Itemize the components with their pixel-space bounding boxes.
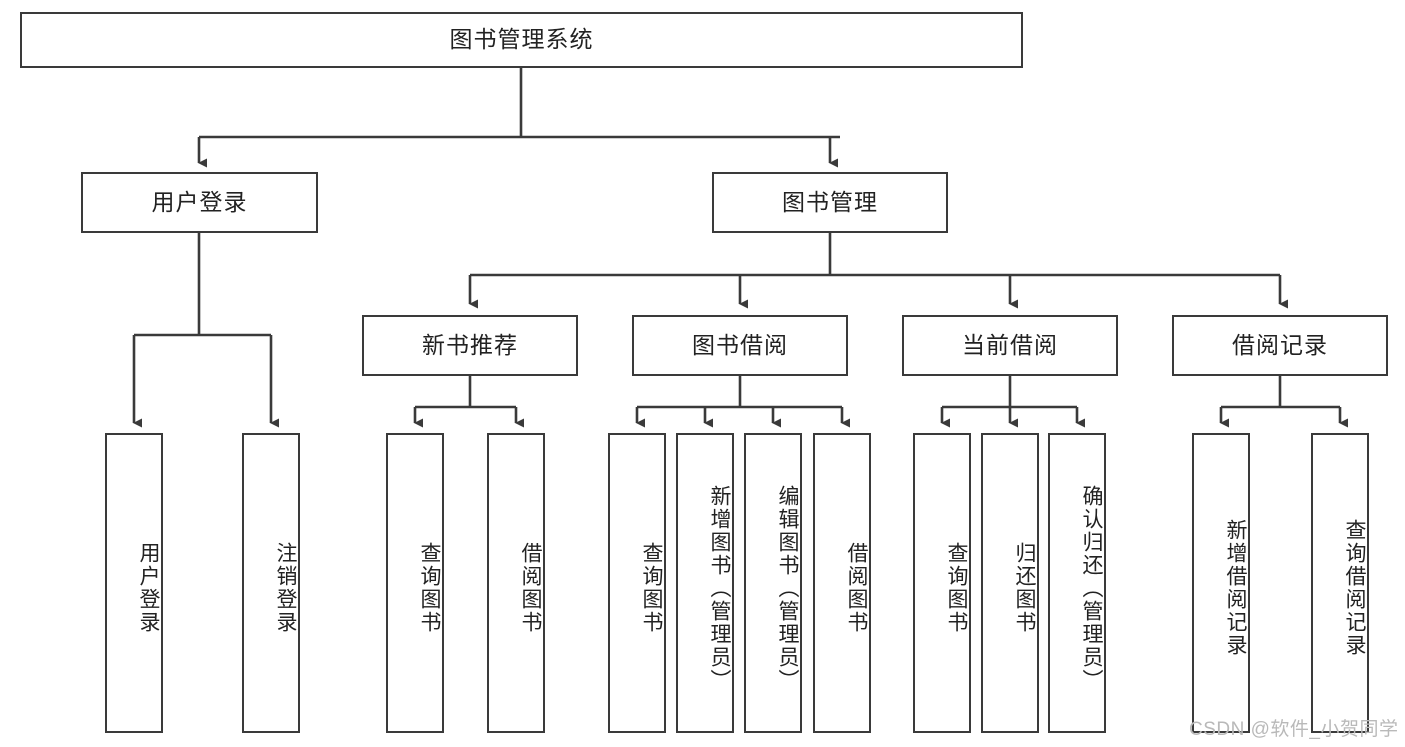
node-leaf-edit-book[interactable]: 编辑图书（管理员）: [744, 433, 802, 733]
node-label: 用户登录: [137, 542, 160, 634]
node-label: 图书管理系统: [449, 26, 594, 53]
node-label: 新增图书（管理员）: [708, 484, 731, 692]
node-leaf-borrow-book-2[interactable]: 借阅图书: [813, 433, 871, 733]
node-leaf-user-login[interactable]: 用户登录: [105, 433, 163, 733]
node-leaf-add-book[interactable]: 新增图书（管理员）: [676, 433, 734, 733]
node-root[interactable]: 图书管理系统: [20, 12, 1023, 68]
watermark: CSDN @软件_小贺同学: [1189, 719, 1399, 740]
node-label: 当前借阅: [962, 331, 1058, 358]
node-label: 编辑图书（管理员）: [776, 484, 799, 692]
node-leaf-confirm-return[interactable]: 确认归还（管理员）: [1048, 433, 1106, 733]
node-leaf-query-book-1[interactable]: 查询图书: [386, 433, 444, 733]
node-leaf-logout[interactable]: 注销登录: [242, 433, 300, 733]
node-leaf-borrow-book-1[interactable]: 借阅图书: [487, 433, 545, 733]
node-leaf-return-book[interactable]: 归还图书: [981, 433, 1039, 733]
node-label: 新增借阅记录: [1224, 519, 1247, 657]
node-leaf-query-book-2[interactable]: 查询图书: [608, 433, 666, 733]
node-label: 查询图书: [945, 542, 968, 634]
node-label: 查询借阅记录: [1343, 519, 1366, 657]
node-current-borrow[interactable]: 当前借阅: [902, 315, 1118, 376]
node-label: 借阅记录: [1232, 331, 1328, 358]
node-label: 注销登录: [274, 542, 297, 634]
node-leaf-query-record[interactable]: 查询借阅记录: [1311, 433, 1369, 733]
node-label: 用户登录: [151, 188, 248, 215]
node-label: 查询图书: [418, 542, 441, 634]
node-new-book-recommend[interactable]: 新书推荐: [362, 315, 578, 376]
node-label: 查询图书: [640, 542, 663, 634]
node-label: 图书管理: [782, 188, 878, 215]
node-label: 确认归还（管理员）: [1080, 484, 1103, 692]
node-label: 借阅图书: [519, 542, 542, 634]
node-label: 图书借阅: [692, 331, 788, 358]
node-book-borrow[interactable]: 图书借阅: [632, 315, 848, 376]
node-book-manage[interactable]: 图书管理: [712, 172, 948, 233]
node-user-login[interactable]: 用户登录: [81, 172, 318, 233]
node-leaf-query-book-3[interactable]: 查询图书: [913, 433, 971, 733]
node-label: 借阅图书: [845, 542, 868, 634]
node-leaf-add-record[interactable]: 新增借阅记录: [1192, 433, 1250, 733]
node-borrow-record[interactable]: 借阅记录: [1172, 315, 1388, 376]
node-label: 新书推荐: [422, 331, 518, 358]
node-label: 归还图书: [1013, 542, 1036, 634]
